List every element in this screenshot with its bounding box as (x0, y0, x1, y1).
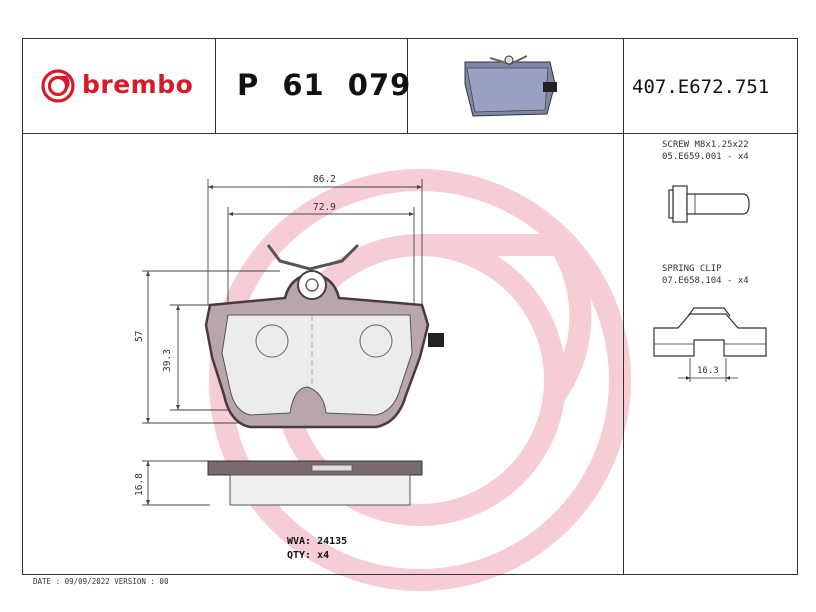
dim-width-inner: 72.9 (313, 202, 336, 213)
screw-icon (668, 185, 750, 223)
quantity: QTY: x4 (287, 550, 330, 561)
pad-thumbnail-icon (464, 55, 557, 117)
clip-code: 07.E658.104 - x4 (662, 276, 749, 286)
dim-height-outer: 57 (134, 330, 145, 342)
reference-number: 407.E672.751 (632, 76, 770, 98)
screw-code: 05.E659.001 - x4 (662, 152, 749, 162)
dim-width-outer: 86.2 (313, 174, 336, 185)
screw-name: SCREW M8x1.25x22 (662, 140, 749, 150)
brake-pad-drawing (142, 179, 444, 506)
right-panel-sep (623, 38, 624, 575)
drawing-frame (22, 38, 798, 575)
brand-logo: brembo (40, 68, 210, 104)
clip-dimension: 16.3 (697, 366, 719, 376)
spring-clip-icon (653, 307, 767, 382)
dim-height-inner: 39.3 (162, 349, 173, 372)
header-divider (22, 133, 798, 134)
part-code: P 61 079 (237, 68, 412, 102)
header-sep-1 (215, 38, 216, 133)
wva-number: WVA: 24135 (287, 536, 348, 547)
footer-date-version: DATE : 09/09/2022 VERSION : 00 (33, 577, 169, 586)
header-sep-2 (407, 38, 408, 133)
brand-name: brembo (82, 70, 194, 99)
clip-name: SPRING CLIP (662, 264, 722, 274)
brand-logo-icon (41, 69, 75, 103)
dim-thickness: 16.8 (134, 473, 145, 496)
